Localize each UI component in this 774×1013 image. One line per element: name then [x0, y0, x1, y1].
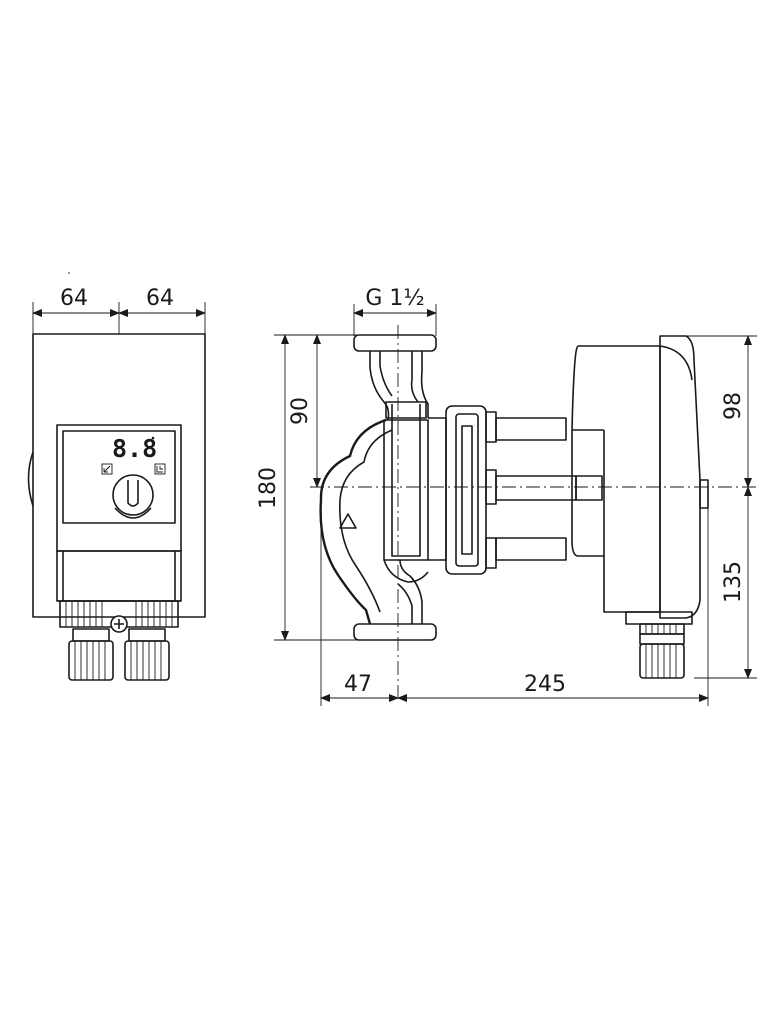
cable-gland-right — [124, 628, 170, 681]
mode-icon-right — [154, 463, 166, 475]
motor-cooling-ribs — [495, 417, 603, 561]
dim-overall-length: 245 — [524, 672, 566, 697]
dim-height-total: 180 — [256, 467, 281, 509]
motor-collar — [428, 405, 497, 575]
flow-direction-icon — [339, 513, 357, 529]
bottom-flange — [353, 623, 437, 641]
pump-housing — [319, 351, 429, 625]
side-terminal-housing — [625, 611, 693, 635]
screw-icon — [110, 615, 128, 633]
dim-connection-thread: G 1½ — [365, 286, 424, 311]
dim-motor-upper: 98 — [721, 392, 746, 420]
front-view: 64 64 8.8 — [27, 286, 206, 681]
mode-icon-left — [101, 463, 113, 475]
dim-port-offset: 47 — [344, 672, 372, 697]
dim-height-upper: 90 — [288, 397, 313, 425]
top-flange — [353, 334, 437, 352]
motor-housing — [571, 335, 709, 619]
terminal-block — [56, 550, 182, 602]
side-cable-gland — [639, 633, 685, 679]
front-motor-housing — [32, 333, 206, 618]
control-knob[interactable] — [112, 474, 154, 519]
dim-front-width-right: 64 — [146, 286, 174, 311]
dim-motor-lower: 135 — [721, 561, 746, 603]
cable-gland-left — [68, 628, 114, 681]
side-view: G 1½ 180 90 — [256, 286, 757, 706]
dim-front-width-left: 64 — [60, 286, 88, 311]
display-readout: 8.8 — [112, 434, 157, 463]
